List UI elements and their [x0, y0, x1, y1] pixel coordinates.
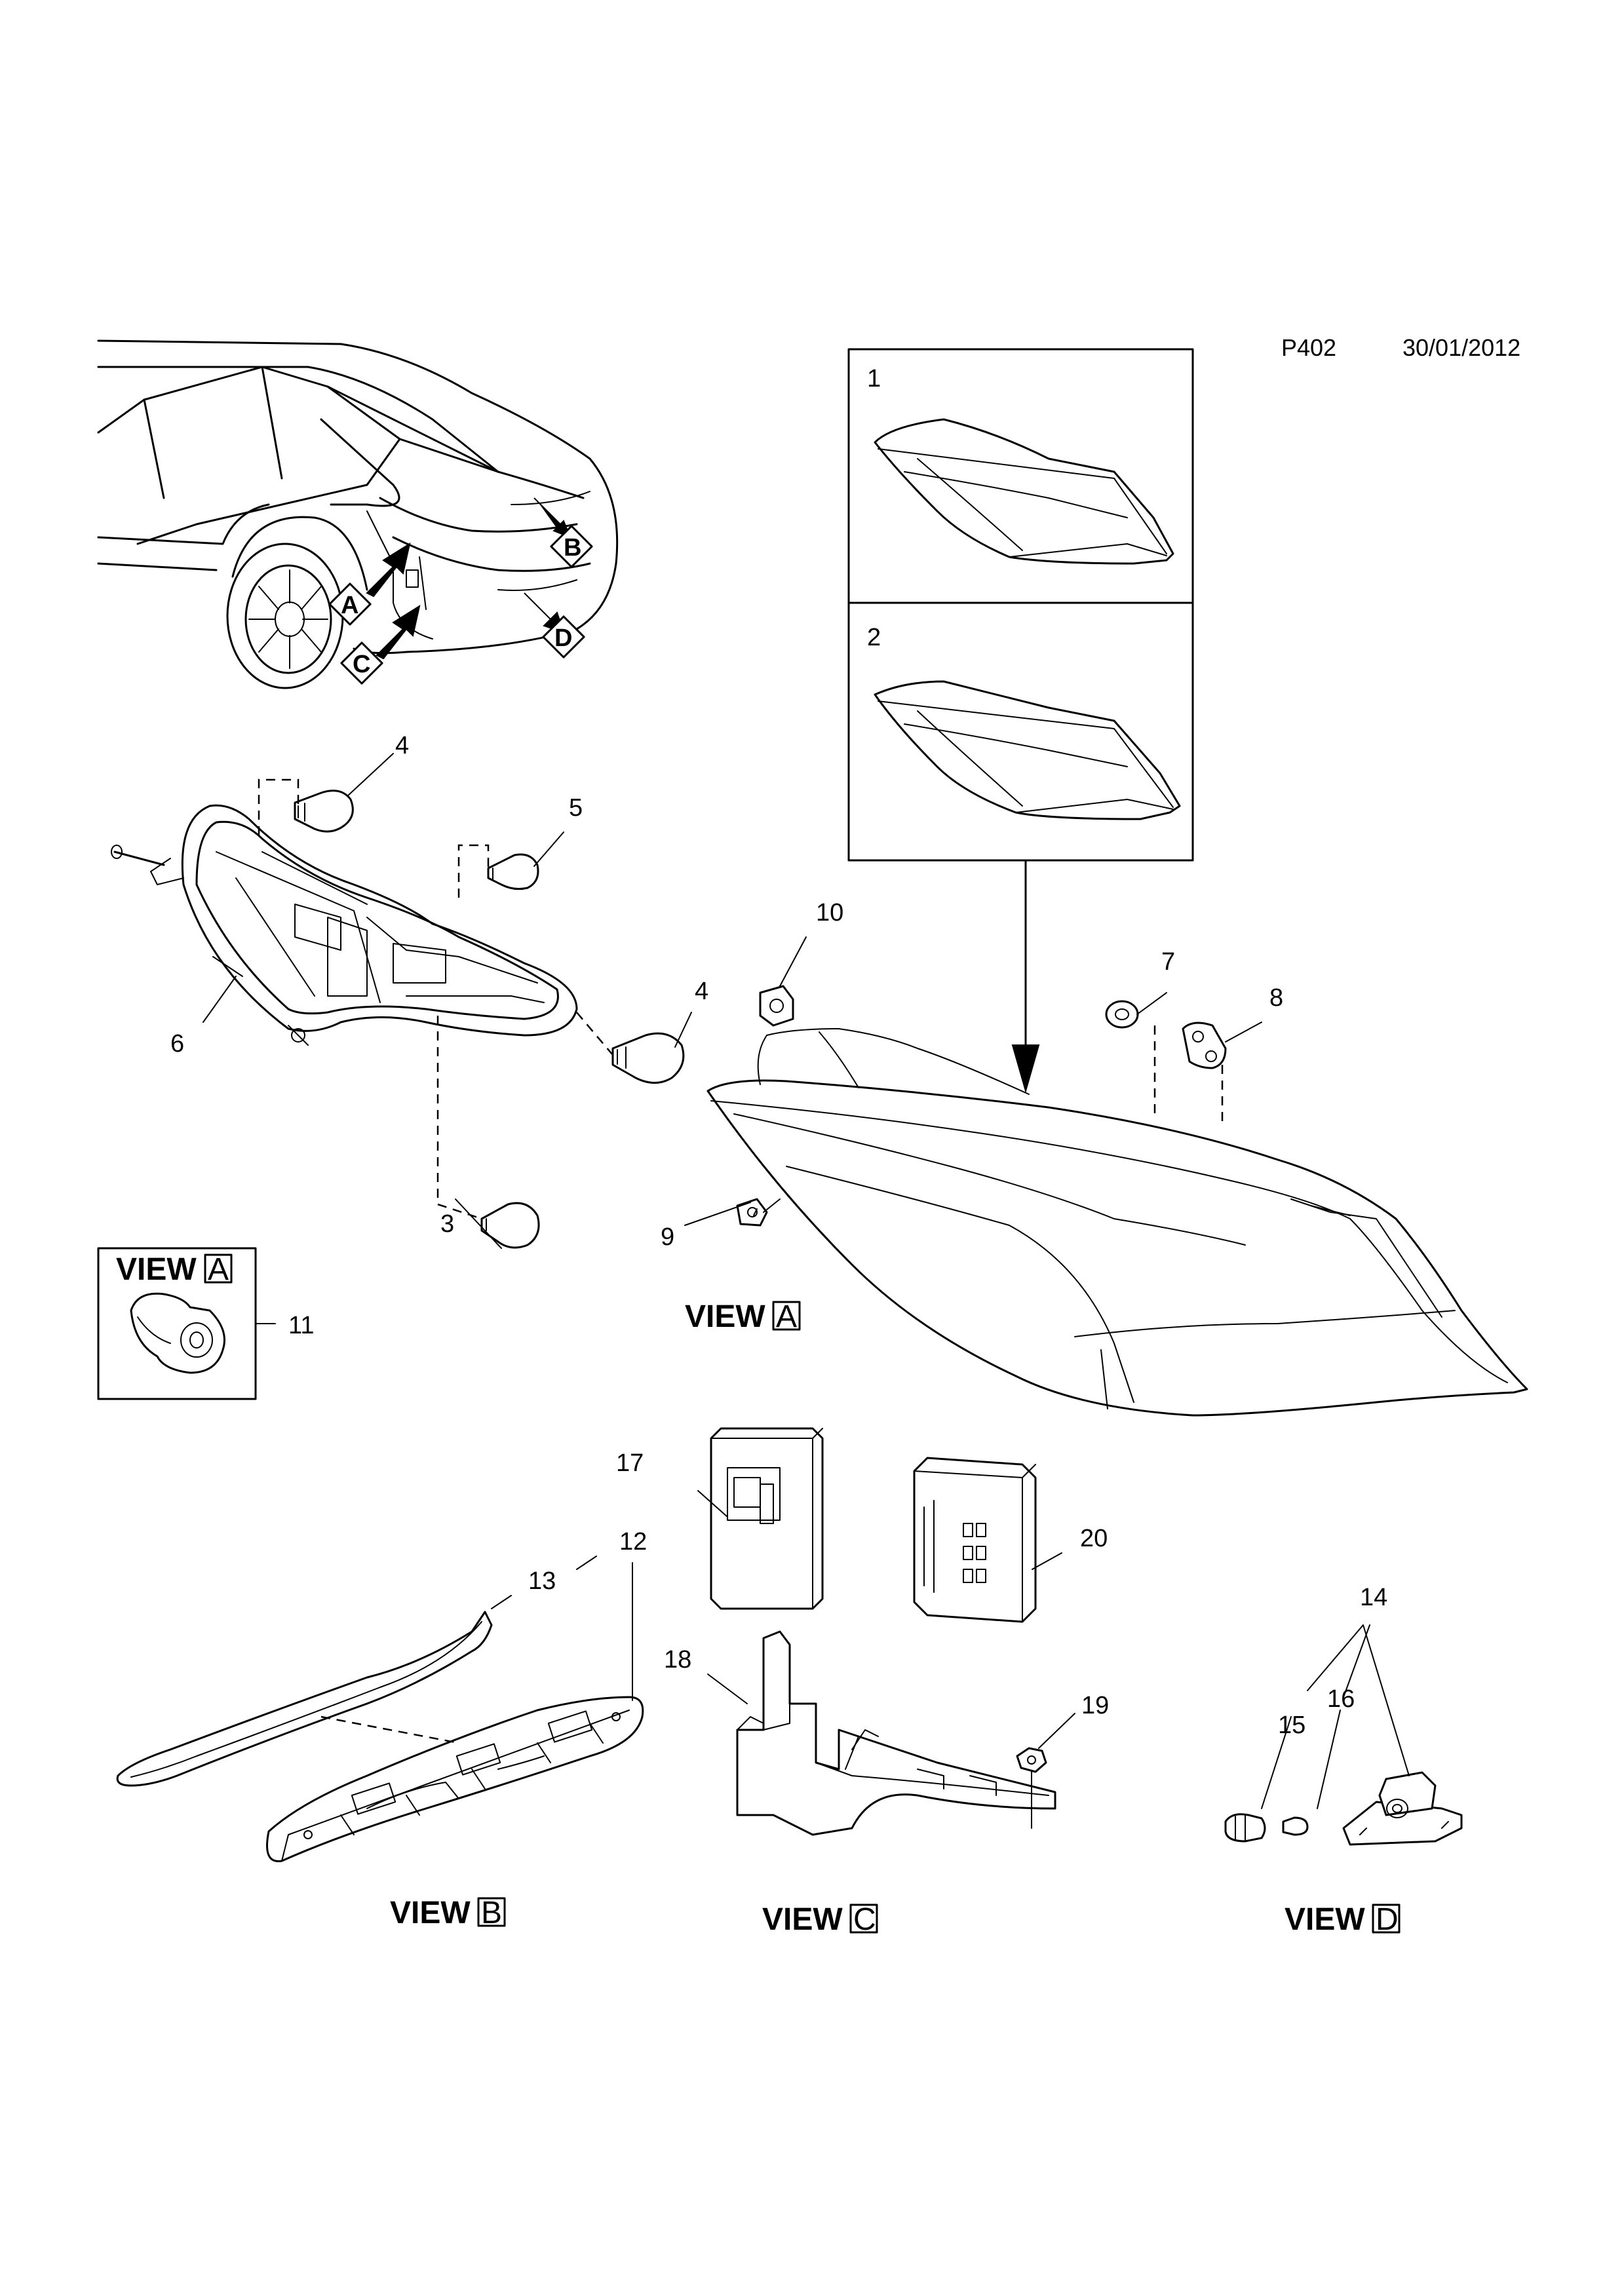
marker-c: C — [340, 604, 421, 685]
view-a-label: VIEW A — [685, 1299, 801, 1334]
callout-1: 1 — [867, 365, 881, 392]
bulb-4-upper — [294, 790, 354, 833]
bulb-5 — [487, 853, 539, 890]
clip-9 — [736, 1198, 768, 1227]
callout-6: 6 — [170, 1030, 184, 1058]
view-c-label: VIEW C — [762, 1902, 878, 1937]
callout-20: 20 — [1080, 1525, 1108, 1552]
third-brake-lamp — [266, 1696, 644, 1862]
washer-7 — [1105, 1000, 1139, 1029]
callout-19: 19 — [1081, 1692, 1109, 1719]
callout-5: 5 — [569, 794, 583, 822]
marker-a: A — [328, 542, 411, 626]
view-d-label: VIEW D — [1285, 1902, 1401, 1937]
diagram-code: P402 — [1281, 334, 1336, 361]
dash-bulb-3 — [436, 1016, 482, 1220]
inset-view-word: VIEW — [116, 1252, 197, 1287]
marker-d: D — [524, 592, 585, 659]
bulb-4-lower — [611, 1032, 685, 1084]
view-b-label: VIEW B — [390, 1896, 506, 1930]
bulb-3 — [480, 1202, 540, 1249]
dash-bulb-4-lower — [576, 1012, 613, 1056]
callout-8: 8 — [1269, 984, 1283, 1012]
callout-15: 15 — [1278, 1712, 1305, 1739]
view-d-word: VIEW — [1285, 1902, 1365, 1937]
plate-8 — [1182, 1022, 1227, 1069]
callout-7: 7 — [1161, 948, 1175, 976]
dash-bulb-4-upper — [258, 778, 300, 835]
callout-13: 13 — [528, 1567, 556, 1595]
bulb-holder-assembly — [111, 804, 578, 1046]
marker-b-letter: B — [564, 534, 581, 562]
nut-19 — [1016, 1713, 1075, 1829]
inset-lamp-variants — [847, 348, 1194, 862]
view-a-letter: A — [776, 1299, 797, 1334]
inset-view-a-box — [97, 1247, 276, 1400]
marker-b: B — [533, 497, 593, 568]
callout-17: 17 — [616, 1449, 644, 1477]
callout-14: 14 — [1360, 1584, 1387, 1611]
callout-12: 12 — [619, 1528, 647, 1556]
view-a-word: VIEW — [685, 1299, 765, 1334]
callout-18: 18 — [664, 1646, 691, 1674]
dash-bulb-5 — [457, 844, 490, 898]
view-b-letter: B — [481, 1896, 502, 1930]
callout-11: 11 — [288, 1312, 314, 1339]
callout-2: 2 — [867, 624, 881, 651]
inset-pointer-arrow — [1011, 859, 1040, 1094]
seal-13 — [116, 1611, 493, 1787]
marker-d-letter: D — [554, 624, 572, 652]
licence-lamp-14 — [1342, 1771, 1463, 1846]
marker-c-letter: C — [353, 651, 370, 678]
callout-3: 3 — [440, 1210, 454, 1238]
bulb-holder-15 — [1224, 1813, 1266, 1843]
callout-10: 10 — [816, 899, 843, 927]
view-b-word: VIEW — [390, 1896, 471, 1930]
diagram-date: 30/01/2012 — [1402, 334, 1520, 361]
bracket-18 — [707, 1630, 1056, 1836]
view-d-letter: D — [1376, 1902, 1399, 1937]
dash-seal-to-lamp — [320, 1715, 459, 1744]
callout-9: 9 — [661, 1223, 674, 1251]
inset-view-label: VIEW A — [116, 1252, 233, 1287]
view-c-letter: C — [853, 1902, 876, 1937]
module-20 — [913, 1457, 1062, 1623]
inset-view-letter: A — [208, 1252, 229, 1287]
view-c-word: VIEW — [762, 1902, 843, 1937]
callout-4-upper: 4 — [395, 732, 409, 759]
tail-lamp-main — [706, 1028, 1528, 1417]
module-17 — [697, 1427, 824, 1610]
nut-10 — [759, 985, 794, 1027]
callout-4-lower: 4 — [695, 978, 708, 1005]
callout-16: 16 — [1327, 1685, 1355, 1713]
car-overview-illustration — [97, 339, 619, 689]
bulb-16 — [1282, 1816, 1309, 1836]
marker-a-letter: A — [341, 592, 358, 619]
